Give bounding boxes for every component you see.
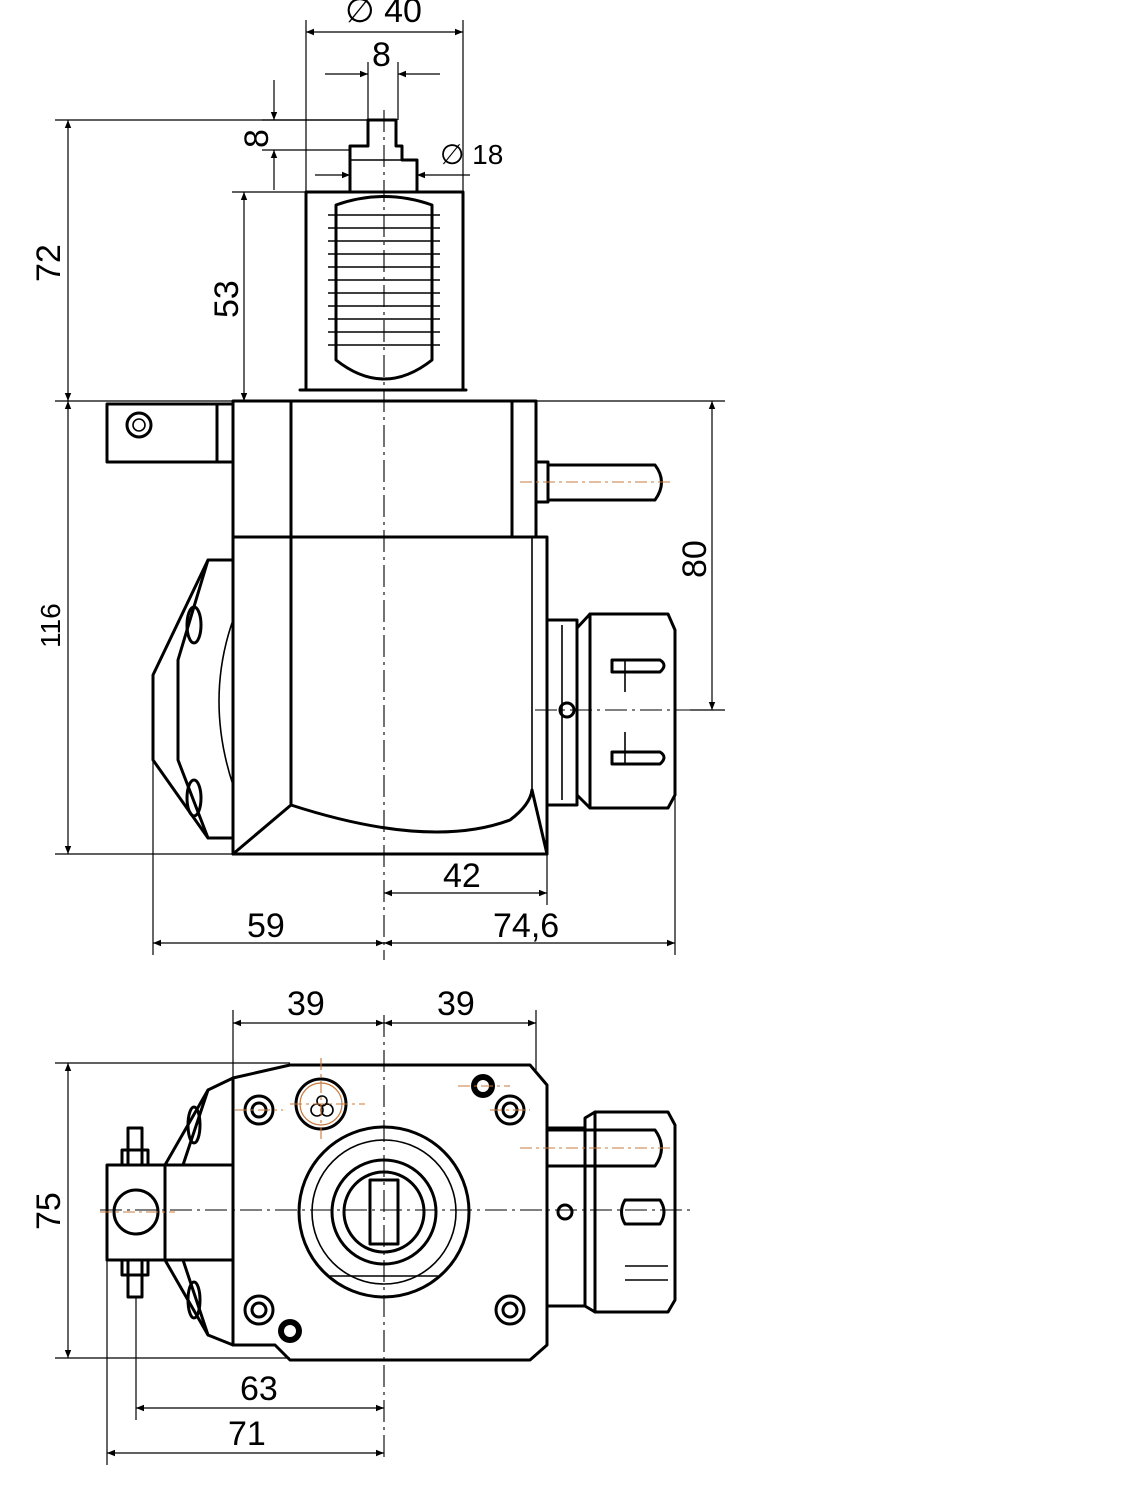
top-collet-nut [520,1110,677,1314]
dim-label-length-63: 63 [240,1370,278,1408]
dim-height-53: 53 [208,191,306,401]
screw-top-left [235,1094,283,1126]
threaded-shank [298,190,468,392]
dim-label-length-59: 59 [247,907,285,945]
dim-width-8: 8 [325,36,440,120]
dim-label-offset-42: 42 [443,857,481,895]
dim-diameter-40: ∅ 40 [305,0,464,192]
dim-label-diameter-18: ∅ 18 [440,139,503,170]
dim-label-diameter-40: ∅ 40 [345,0,422,30]
locating-pin [520,460,672,504]
dim-label-width-39-right: 39 [437,985,475,1023]
dim-label-width-39-left: 39 [287,985,325,1023]
screw-bottom-left [243,1294,275,1326]
dim-height-72: 72 [30,119,368,401]
top-left-flange [163,1076,235,1347]
dim-length-74-6: 74,6 [384,795,676,955]
dim-height-116: 116 [35,400,233,855]
dim-label-length-74-6: 74,6 [493,907,559,945]
dim-height-80: 80 [536,400,725,711]
top-view: 39 39 75 63 71 [30,985,695,1465]
dim-offset-42: 42 [384,854,548,905]
side-view: ∅ 40 8 8 ∅ 18 72 [30,0,725,960]
top-clamp [100,1126,235,1299]
left-flange [151,558,235,840]
dim-label-height-116: 116 [35,603,66,648]
dim-diameter-18: ∅ 18 [315,139,503,179]
central-bore [297,1125,471,1299]
dim-height-75: 75 [30,1062,290,1359]
dim-label-height-72: 72 [30,244,68,282]
dim-width-39-right: 39 [384,985,537,1070]
dim-length-59: 59 [152,760,384,955]
dim-label-height-80: 80 [676,540,714,578]
dim-label-width-8: 8 [372,36,391,74]
lower-housing [231,535,549,856]
dowel-pin-top [458,1074,510,1098]
coolant-port [290,1058,365,1140]
screw-bottom-right [494,1294,526,1326]
dim-width-39-left: 39 [232,985,384,1078]
dim-length-71: 71 [106,1260,384,1465]
clamp-arm [105,402,235,464]
dim-label-height-8: 8 [238,129,276,148]
dim-label-height-53: 53 [208,280,246,318]
dim-length-63: 63 [135,1297,384,1420]
dim-label-length-71: 71 [228,1415,266,1453]
dowel-pin-bottom [278,1319,302,1343]
collet-nut [535,612,690,810]
screw-top-right [490,1094,530,1126]
dim-label-height-75: 75 [30,1192,68,1230]
top-body [231,1063,549,1362]
